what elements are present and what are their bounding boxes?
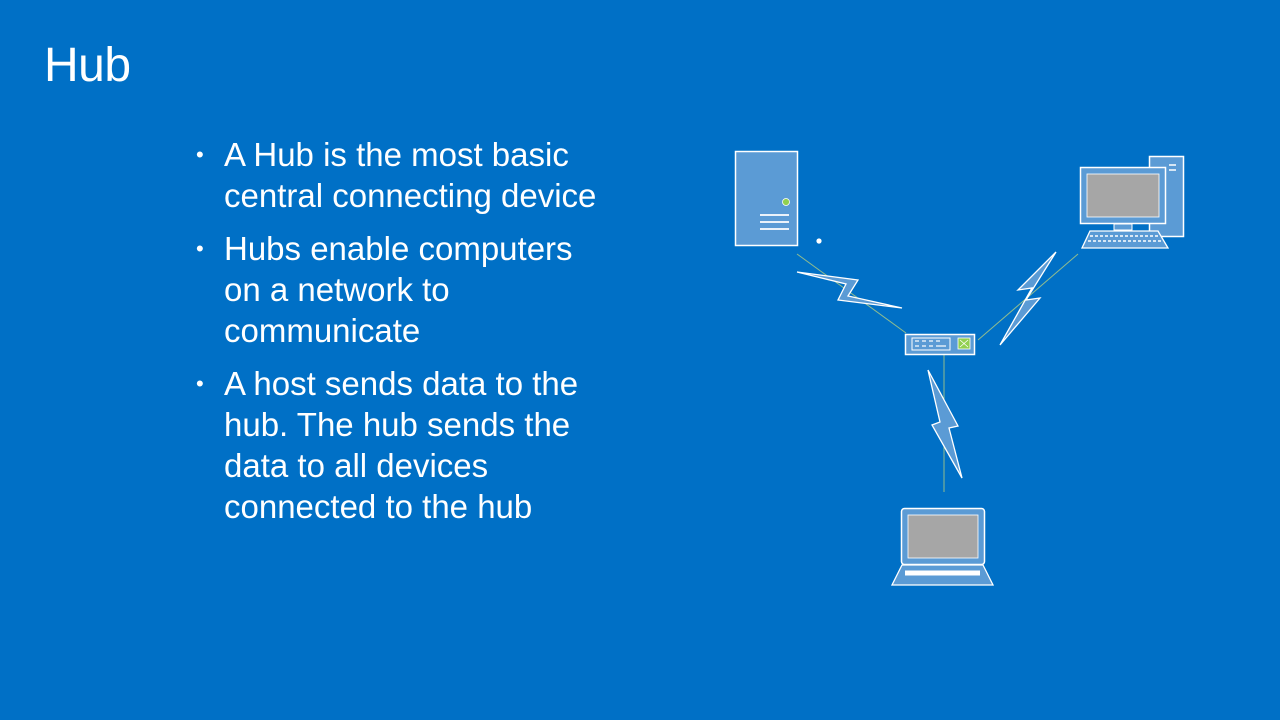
desktop-computer-icon xyxy=(1079,155,1185,249)
bullet-item: Hubs enable computers on a network to co… xyxy=(196,228,616,351)
laptop-icon xyxy=(890,507,995,586)
bullet-list: A Hub is the most basic central connecti… xyxy=(196,134,616,539)
link-server-hub xyxy=(796,253,907,334)
bullet-dot-icon xyxy=(816,238,822,244)
connection-lines xyxy=(796,253,1079,492)
bullet-item: A Hub is the most basic central connecti… xyxy=(196,134,616,216)
lightning-bolt-desktop-icon xyxy=(999,251,1057,346)
lightning-bolt-laptop-icon xyxy=(927,369,963,479)
lightning-bolt-server-icon xyxy=(796,271,903,309)
lightning-bolt-icons xyxy=(796,251,1057,479)
hub-icon xyxy=(904,333,976,356)
bullet-item: A host sends data to the hub. The hub se… xyxy=(196,363,616,527)
slide-title: Hub xyxy=(44,39,131,92)
server-icon xyxy=(734,150,799,247)
